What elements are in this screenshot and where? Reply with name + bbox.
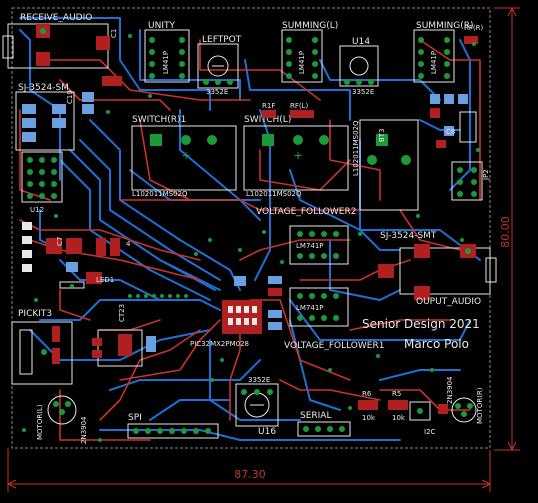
spi-label: SPI xyxy=(128,413,142,423)
r5-value: 10k xyxy=(392,414,406,422)
pickit3-label: PICKIT3 xyxy=(18,309,52,319)
pot-3352e-label-1: 3352E xyxy=(206,88,228,96)
lm41p-label-2: LM41P xyxy=(298,51,306,74)
lm41p-label-1: LM41P xyxy=(162,51,170,74)
output-audio-jack[interactable] xyxy=(378,244,497,300)
left-mid-smd-cluster[interactable] xyxy=(22,222,120,289)
voltage-follower2-label: VOLTAGE_FOLLOWER2 xyxy=(256,207,356,217)
lm741p-opamp-2[interactable] xyxy=(289,287,349,327)
author-label: Marco Polo xyxy=(404,337,469,351)
switch-l-label: SWITCH(L) xyxy=(244,115,291,125)
dimension-height xyxy=(494,6,520,452)
switch-l[interactable]: + xyxy=(243,125,349,191)
leftpot-potentiometer[interactable] xyxy=(197,43,239,89)
c1-label: C1 xyxy=(110,29,118,38)
u12-label: U12 xyxy=(30,206,44,214)
svg-text:+: + xyxy=(294,147,302,163)
lm741p-label-2: LM741P xyxy=(296,304,324,312)
pot-3352e-label-3: 3352E xyxy=(248,376,270,384)
c7-label: C7 xyxy=(56,237,64,246)
i2c-header[interactable] xyxy=(409,401,431,421)
right-smd-column[interactable] xyxy=(430,94,477,148)
c8-label: C8 xyxy=(446,128,455,136)
cap-4-label: 4 xyxy=(126,240,131,248)
unity-label: UNITY xyxy=(148,21,175,31)
smd-cap-cluster-left[interactable] xyxy=(82,76,122,114)
jp2-header[interactable] xyxy=(451,161,483,201)
r6-label: R6 xyxy=(362,390,372,398)
led1-label: LED1 xyxy=(96,276,114,284)
switch-r[interactable]: + xyxy=(131,125,237,191)
pickit3-header[interactable] xyxy=(11,321,73,385)
sw-part-label-2: L102011MS02Q xyxy=(246,190,302,198)
switch-right-third[interactable] xyxy=(359,119,419,211)
receive-audio-jack[interactable] xyxy=(2,23,110,69)
vias xyxy=(22,34,480,442)
dimension-width xyxy=(6,448,492,492)
r1f-resistor[interactable] xyxy=(262,110,276,118)
board-outline xyxy=(11,7,491,449)
leftpot-label: LEFTPOT xyxy=(202,35,242,45)
rf-r-resistor[interactable] xyxy=(464,36,478,44)
u12-header[interactable] xyxy=(21,151,63,203)
r5-label: R5 xyxy=(392,390,401,398)
bt3-label: BT3 xyxy=(378,128,386,142)
serial-label: SERIAL xyxy=(300,411,331,421)
senior-design-title: Senior Design 2021 xyxy=(362,317,480,331)
spi-header[interactable] xyxy=(127,423,219,439)
transistor-r-label: 2N3904 xyxy=(446,376,454,404)
pic-label: PIC32MX2PM028 xyxy=(190,340,249,348)
voltage-follower1-label: VOLTAGE_FOLLOWER1 xyxy=(284,341,384,351)
rf-r-top-label: RF(R) xyxy=(464,24,483,32)
sj3524-right-label: SJ-3524-SMT xyxy=(380,231,437,241)
pot-3352e-label-2: 3352E xyxy=(352,88,374,96)
svg-text:+: + xyxy=(182,147,190,163)
u14-label: U14 xyxy=(352,37,370,47)
unity-opamp[interactable] xyxy=(144,29,190,83)
motor-r-transistor[interactable] xyxy=(438,397,477,423)
c10-label: C10 xyxy=(66,90,74,104)
rf-l-label: RF(L) xyxy=(290,102,309,110)
i2c-label: I2C xyxy=(424,428,436,436)
lm741p-opamp-1[interactable] xyxy=(289,225,349,265)
motor-l-label: MOTOR(L) xyxy=(36,404,44,440)
sj3524-left-label: SJ-3524-SM xyxy=(18,83,69,93)
r6-resistor[interactable] xyxy=(358,400,378,410)
summing-l-opamp[interactable] xyxy=(281,29,323,83)
pic-microcontroller[interactable] xyxy=(222,276,282,334)
rf-l-resistor[interactable] xyxy=(290,110,314,118)
motor-l-transistor[interactable] xyxy=(47,395,77,425)
r6-value: 10k xyxy=(362,414,376,422)
u16-potentiometer[interactable] xyxy=(235,383,279,427)
sw-part-label-3: L102011MS02Q xyxy=(352,120,360,176)
lm41p-label-3: LM41P xyxy=(430,51,438,74)
motor-r-label: MOTOR(R) xyxy=(476,387,484,424)
summing-r-opamp[interactable] xyxy=(413,29,455,83)
ct23-label: CT23 xyxy=(118,304,126,322)
summing-l-label: SUMMING(L) xyxy=(282,21,338,31)
serial-header[interactable] xyxy=(297,421,351,437)
switch-r-label: SWITCH(R)1 xyxy=(132,115,186,125)
transistor-l-label: 2N3904 xyxy=(80,416,88,444)
sj3524-left-jack[interactable] xyxy=(15,91,75,151)
r1f-label: R1F xyxy=(262,102,275,110)
top-copper-traces xyxy=(19,39,481,441)
lm741p-label-1: LM741P xyxy=(296,242,324,250)
u16-label: U16 xyxy=(258,427,276,437)
output-audio-label: OUPUT_AUDIO xyxy=(416,297,481,307)
jp2-label: JP2 xyxy=(482,169,490,181)
u14-potentiometer[interactable] xyxy=(339,45,379,87)
summing-r-label: SUMMING(R) xyxy=(416,21,473,31)
receive-audio-label: RECEIVE_AUDIO xyxy=(20,13,92,23)
sw-part-label-1: L102011MS02Q xyxy=(132,190,188,198)
r5-resistor[interactable] xyxy=(388,400,408,410)
ct23-regulator[interactable] xyxy=(92,329,156,367)
dimension-width-label: 87.30 xyxy=(234,468,266,481)
dimension-height-label: 80.00 xyxy=(499,216,512,248)
